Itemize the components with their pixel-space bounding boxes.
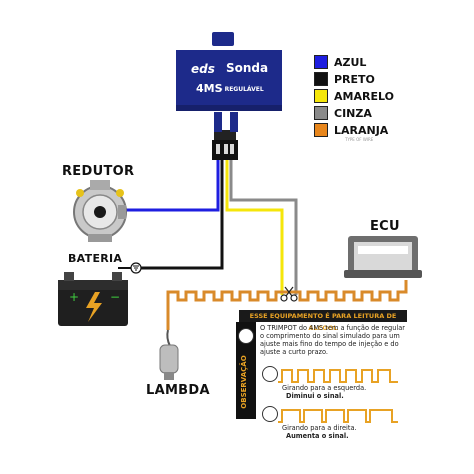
ecu-label: ECU (370, 219, 400, 234)
module-brand: eds (191, 62, 215, 76)
legend-item-laranja: LARANJA (314, 121, 388, 139)
knob-left-icon (262, 366, 278, 382)
wave-right (278, 409, 398, 423)
battery-device: + − (58, 272, 128, 326)
lambda-sensor (159, 329, 179, 380)
module-title: Sonda (226, 61, 269, 75)
legend-swatch (314, 55, 328, 69)
ecu-device (344, 236, 422, 278)
legend-swatch (314, 72, 328, 86)
panel-sidebar: OBSERVAÇÃO (236, 322, 256, 419)
legend-item-preto: PRETO (314, 70, 375, 88)
svg-text:+: + (69, 290, 79, 304)
legend-swatch (314, 106, 328, 120)
ground-symbol (130, 262, 142, 274)
panel-description: O TRIMPOT do 4MS tem a função de regular… (260, 324, 405, 356)
bateria-label: BATERIA (68, 252, 123, 265)
module-connector (212, 130, 238, 160)
panel-sidebar-label: OBSERVAÇÃO (240, 355, 248, 409)
module-body (176, 32, 282, 132)
legend-label: CINZA (334, 106, 372, 120)
left-line2: Diminui o sinal. (286, 392, 344, 400)
gray-wire (229, 158, 298, 295)
legend-item-azul: AZUL (314, 53, 366, 71)
legend-label: LARANJA (334, 123, 389, 137)
legend-swatch (314, 123, 328, 137)
left-line1: Girando para a esquerda. (282, 384, 367, 392)
scissors-icon (280, 286, 298, 302)
legend-item-amarelo: AMARELO (314, 87, 394, 105)
svg-text:−: − (110, 290, 120, 304)
right-line1: Girando para a direita. (282, 424, 357, 432)
yellow-wire (225, 158, 284, 295)
module-model: 4MS (196, 82, 223, 95)
legend-label: AZUL (334, 55, 367, 69)
legend-item-cinza: CINZA (314, 104, 372, 122)
orange-signal-wire (166, 280, 408, 330)
legend-label: PRETO (334, 72, 375, 86)
wave-left (278, 369, 398, 383)
knob-right-icon (262, 406, 278, 422)
redutor-device (73, 180, 127, 242)
panel-header: ESSE EQUIPAMENTO É PARA LEITURA DE ALCOO… (239, 310, 407, 332)
lambda-label: LAMBDA (146, 383, 210, 398)
legend-note: TYPE OF WIRE (345, 137, 374, 142)
trimpot-icon (238, 328, 254, 344)
legend-swatch (314, 89, 328, 103)
legend-label: AMARELO (334, 89, 394, 103)
redutor-label: REDUTOR (62, 164, 135, 179)
blue-wire (120, 158, 220, 212)
module-subtitle: - REGULÁVEL (220, 86, 264, 93)
black-wire (140, 158, 224, 270)
right-line2: Aumenta o sinal. (286, 432, 349, 440)
